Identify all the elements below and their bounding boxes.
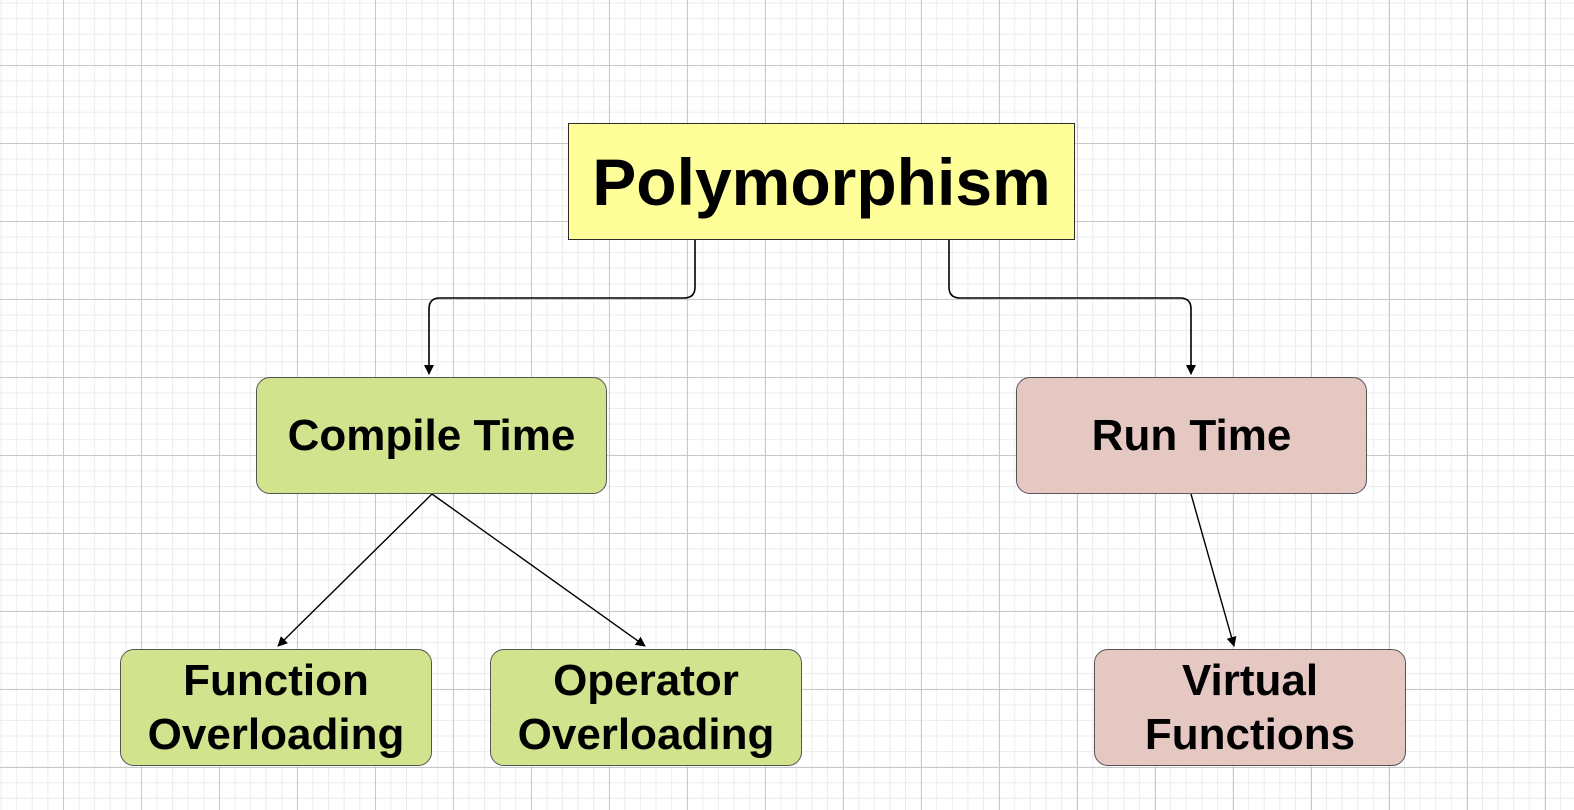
operator-overloading-label: Operator Overloading bbox=[517, 655, 775, 759]
edge-run-time-to-virtual-functions bbox=[1190, 493, 1237, 647]
edge-compile-time-to-function-overloading bbox=[277, 493, 433, 647]
virtual-functions-node[interactable]: Virtual Functions bbox=[1094, 649, 1406, 766]
function-overloading-node[interactable]: Function Overloading bbox=[120, 649, 432, 766]
edge-root-to-compile-time bbox=[424, 240, 696, 375]
function-overloading-label: Function Overloading bbox=[147, 655, 405, 759]
polymorphism-node[interactable]: Polymorphism bbox=[568, 123, 1075, 240]
run-time-label: Run Time bbox=[1091, 410, 1292, 460]
operator-overloading-node[interactable]: Operator Overloading bbox=[490, 649, 802, 766]
edge-root-to-run-time bbox=[948, 240, 1196, 375]
compile-time-node[interactable]: Compile Time bbox=[256, 377, 607, 494]
polymorphism-label: Polymorphism bbox=[592, 144, 1051, 219]
compile-time-label: Compile Time bbox=[287, 410, 576, 460]
run-time-node[interactable]: Run Time bbox=[1016, 377, 1367, 494]
edge-compile-time-to-operator-overloading bbox=[431, 493, 646, 647]
virtual-functions-label: Virtual Functions bbox=[1144, 655, 1356, 759]
